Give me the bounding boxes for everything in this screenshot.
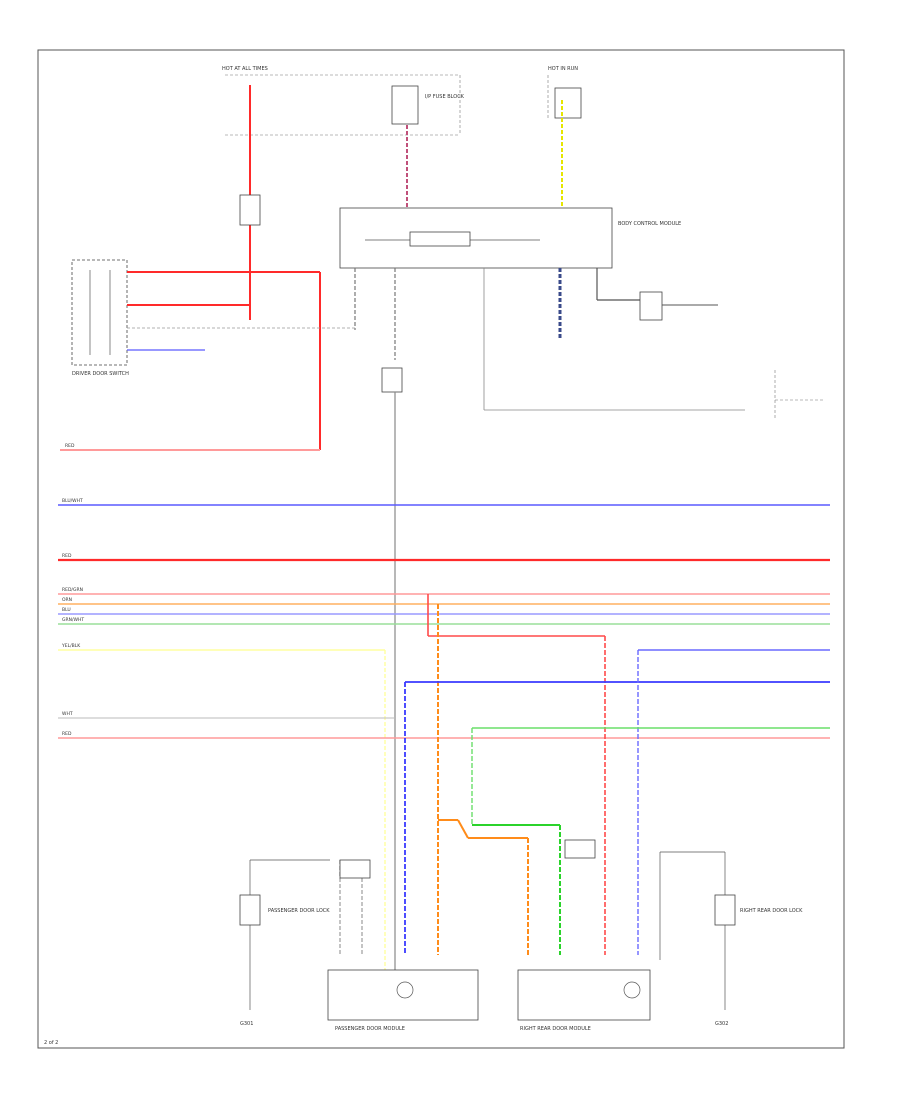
rear-module-label: RIGHT REAR DOOR MODULE bbox=[520, 1026, 591, 1032]
wire-orange-j2 bbox=[457, 819, 469, 839]
left-component: PASSENGER DOOR LOCK G301 bbox=[239, 859, 330, 1027]
left-component-label: PASSENGER DOOR LOCK bbox=[268, 908, 330, 914]
ignition-label: HOT IN RUN bbox=[548, 66, 578, 72]
fuse-box: HOT AT ALL TIMES I/P FUSE BLOCK bbox=[222, 66, 465, 136]
bus-label-orange: ORN bbox=[62, 597, 72, 603]
bus-label-yellow: YEL/BLK bbox=[61, 643, 81, 649]
ground-right-label: G302 bbox=[715, 1021, 728, 1027]
bus-label-blue: BLU/WHT bbox=[62, 498, 83, 504]
rear-door-module: RIGHT REAR DOOR MODULE bbox=[517, 839, 651, 1032]
body-control-module: BODY CONTROL MODULE bbox=[339, 207, 681, 269]
driver-switch-label: DRIVER DOOR SWITCH bbox=[72, 371, 129, 377]
passenger-module-label: PASSENGER DOOR MODULE bbox=[335, 1026, 405, 1032]
bus-label-light-blue: BLU bbox=[62, 607, 71, 613]
diagram-frame bbox=[37, 49, 845, 1049]
right-switch bbox=[639, 291, 663, 321]
bus-label-red-bottom: RED bbox=[62, 731, 72, 737]
mid-switch bbox=[381, 367, 403, 393]
fuse-block-label: I/P FUSE BLOCK bbox=[425, 94, 465, 100]
module-label: BODY CONTROL MODULE bbox=[618, 221, 681, 227]
passenger-door-module: PASSENGER DOOR MODULE bbox=[327, 859, 479, 1032]
bus-label-gray: WHT bbox=[62, 711, 73, 717]
inline-fuse bbox=[239, 194, 261, 226]
fuse-box-label: HOT AT ALL TIMES bbox=[222, 66, 268, 72]
page-number: 2 of 2 bbox=[44, 1040, 58, 1046]
bus-label-pink: RED/GRN bbox=[62, 587, 83, 593]
right-top-component bbox=[774, 370, 825, 420]
ground-left-label: G301 bbox=[240, 1021, 253, 1027]
ignition-feed: HOT IN RUN bbox=[547, 66, 582, 120]
driver-door-switch: DRIVER DOOR SWITCH bbox=[71, 259, 129, 377]
right-component-label: RIGHT REAR DOOR LOCK bbox=[740, 908, 803, 914]
right-component: RIGHT REAR DOOR LOCK G302 bbox=[659, 851, 803, 1027]
bus-label-red-top: RED bbox=[65, 443, 75, 449]
bus-label-light-green: GRN/WHT bbox=[62, 617, 84, 623]
bus-label-red-main: RED bbox=[62, 553, 72, 559]
